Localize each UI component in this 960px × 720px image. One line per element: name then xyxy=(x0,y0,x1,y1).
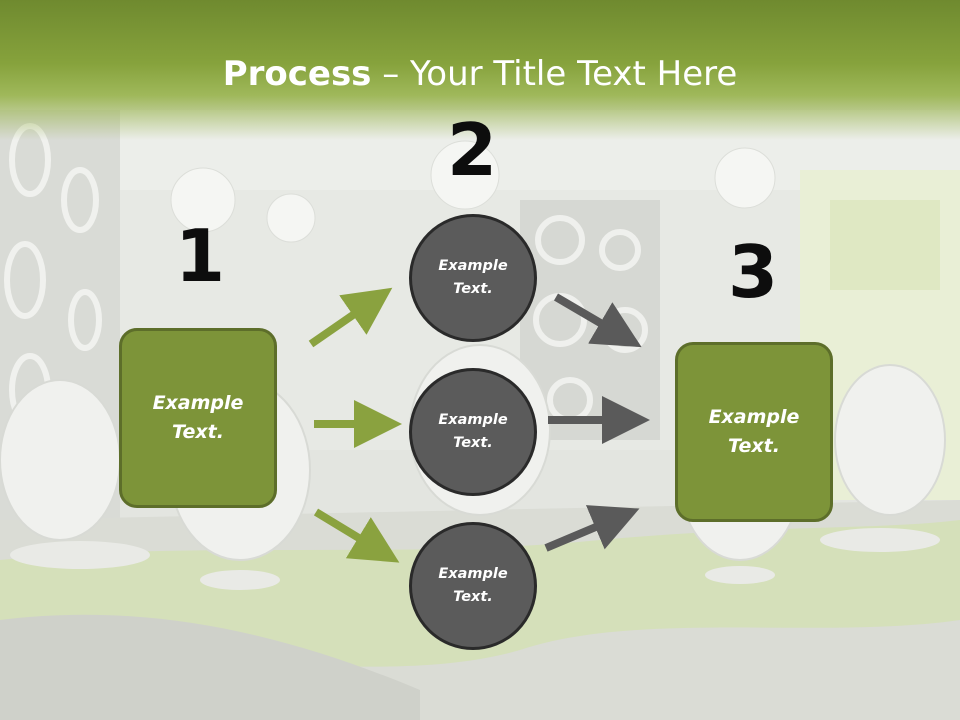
title-rest: – Your Title Text Here xyxy=(371,54,738,94)
step-number-2: 2 xyxy=(446,108,498,192)
circle-top-line2: Text. xyxy=(453,281,493,297)
process-box-right[interactable]: Example Text. xyxy=(675,342,833,522)
process-box-left[interactable]: Example Text. xyxy=(119,328,277,508)
process-circle-middle[interactable]: Example Text. xyxy=(409,368,537,496)
circle-bottom-line1: Example xyxy=(438,566,508,582)
arrow-right-up-icon xyxy=(308,287,393,348)
title-bold: Process xyxy=(222,54,372,94)
step-number-3: 3 xyxy=(727,230,779,314)
box-right-line1: Example xyxy=(708,406,800,428)
box-left-line2: Text. xyxy=(172,421,224,443)
process-circle-top[interactable]: Example Text. xyxy=(409,214,537,342)
circle-middle-line2: Text. xyxy=(453,435,493,451)
circle-bottom-line2: Text. xyxy=(453,589,493,605)
circle-middle-line1: Example xyxy=(438,412,508,428)
arrow-right-up-icon xyxy=(544,505,640,552)
process-circle-bottom[interactable]: Example Text. xyxy=(409,522,537,650)
slide-title[interactable]: Process – Your Title Text Here xyxy=(0,52,960,96)
arrow-right-down-icon xyxy=(313,508,400,563)
step-number-1: 1 xyxy=(174,214,226,298)
arrow-right-down-icon xyxy=(553,293,642,348)
title-banner xyxy=(0,0,960,140)
box-left-line1: Example xyxy=(152,392,244,414)
box-right-line2: Text. xyxy=(728,435,780,457)
circle-top-line1: Example xyxy=(438,258,508,274)
